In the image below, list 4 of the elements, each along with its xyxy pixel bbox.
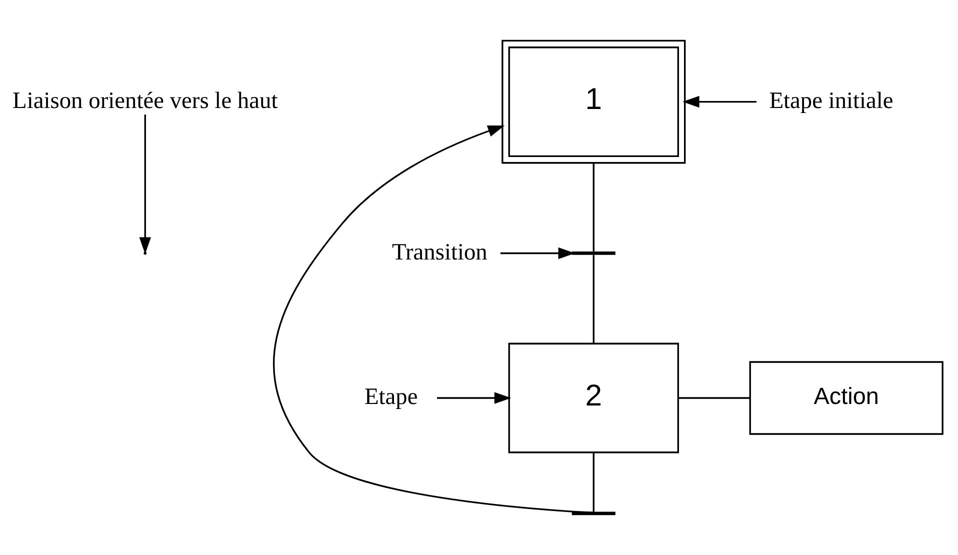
node-text: Etape initiale: [769, 88, 894, 114]
node-text: Transition: [392, 239, 488, 266]
node-text: Liaison orientée vers le haut: [12, 88, 278, 114]
node-text: Etape: [364, 384, 418, 410]
